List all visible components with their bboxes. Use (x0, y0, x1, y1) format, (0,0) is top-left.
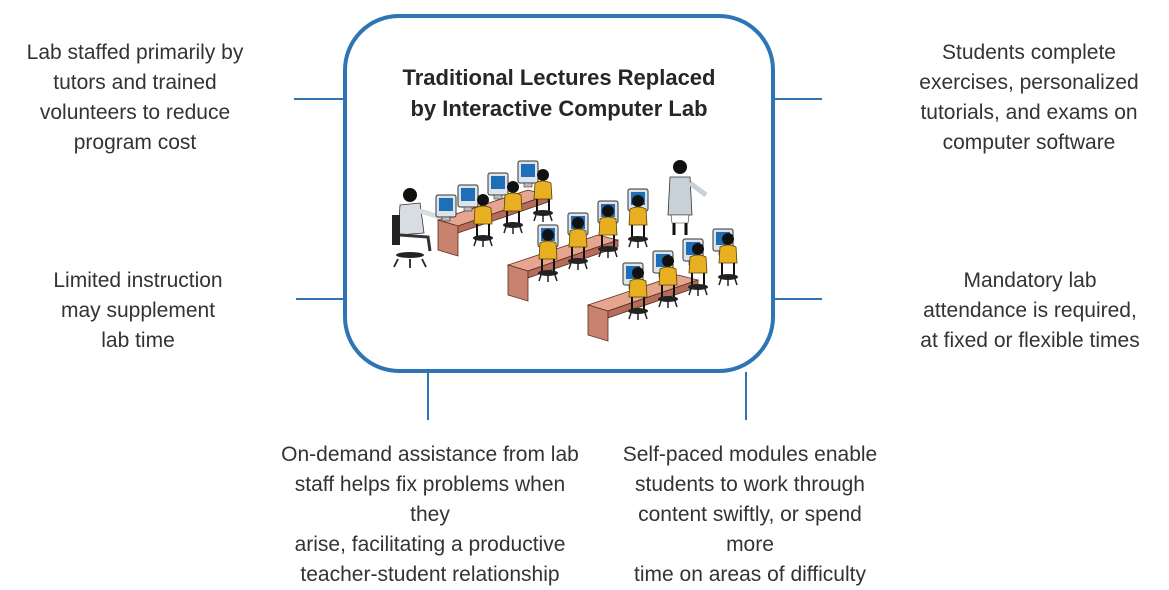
note-mid-left: Limited instruction may supplement lab t… (20, 266, 256, 356)
note-top-right: Students complete exercises, personalize… (896, 38, 1162, 158)
diagram-title: Traditional Lectures Replaced by Interac… (347, 62, 771, 124)
note-line: tutorials, and exams on (920, 101, 1138, 124)
note-line: On-demand assistance from lab (281, 443, 579, 466)
note-line: Mandatory lab (963, 269, 1097, 292)
note-line: volunteers to reduce (39, 101, 231, 124)
note-top-left: Lab staffed primarily by tutors and trai… (4, 38, 266, 158)
note-line: Students complete (942, 41, 1116, 64)
connector-mid-left (296, 298, 344, 300)
instructor-standing (667, 160, 708, 235)
note-line: time on areas of difficulty (634, 563, 866, 586)
note-line: program cost (73, 131, 197, 154)
note-line: exercises, personalized (919, 71, 1139, 94)
title-line-1: Traditional Lectures Replaced (402, 65, 716, 90)
note-line: computer software (942, 131, 1116, 154)
connector-bottom-left (427, 372, 429, 420)
note-line: Lab staffed primarily by (26, 41, 244, 64)
note-line: staff helps fix problems when they (294, 473, 566, 526)
note-line: arise, facilitating a productive (294, 533, 566, 556)
connector-mid-right (774, 298, 822, 300)
note-line: teacher-student relationship (300, 563, 560, 586)
connector-bottom-right (745, 372, 747, 420)
note-line: attendance is required, (923, 299, 1137, 322)
note-line: lab time (101, 329, 175, 352)
note-line: students to work through (635, 473, 865, 496)
note-bottom-right: Self-paced modules enable students to wo… (620, 440, 880, 590)
connector-top-left (294, 98, 344, 100)
connector-top-right (774, 98, 822, 100)
note-bottom-left: On-demand assistance from lab staff help… (280, 440, 580, 590)
note-mid-right: Mandatory lab attendance is required, at… (894, 266, 1166, 356)
note-line: may supplement (60, 299, 216, 322)
note-line: Self-paced modules enable (622, 443, 878, 466)
note-line: Limited instruction (53, 269, 223, 292)
tutor-seated (392, 188, 457, 268)
note-line: at fixed or flexible times (920, 329, 1140, 352)
note-line: tutors and trained (53, 71, 217, 94)
title-line-2: by Interactive Computer Lab (410, 96, 708, 121)
note-line: content swiftly, or spend more (638, 503, 862, 556)
computer-lab-illustration (392, 160, 739, 342)
